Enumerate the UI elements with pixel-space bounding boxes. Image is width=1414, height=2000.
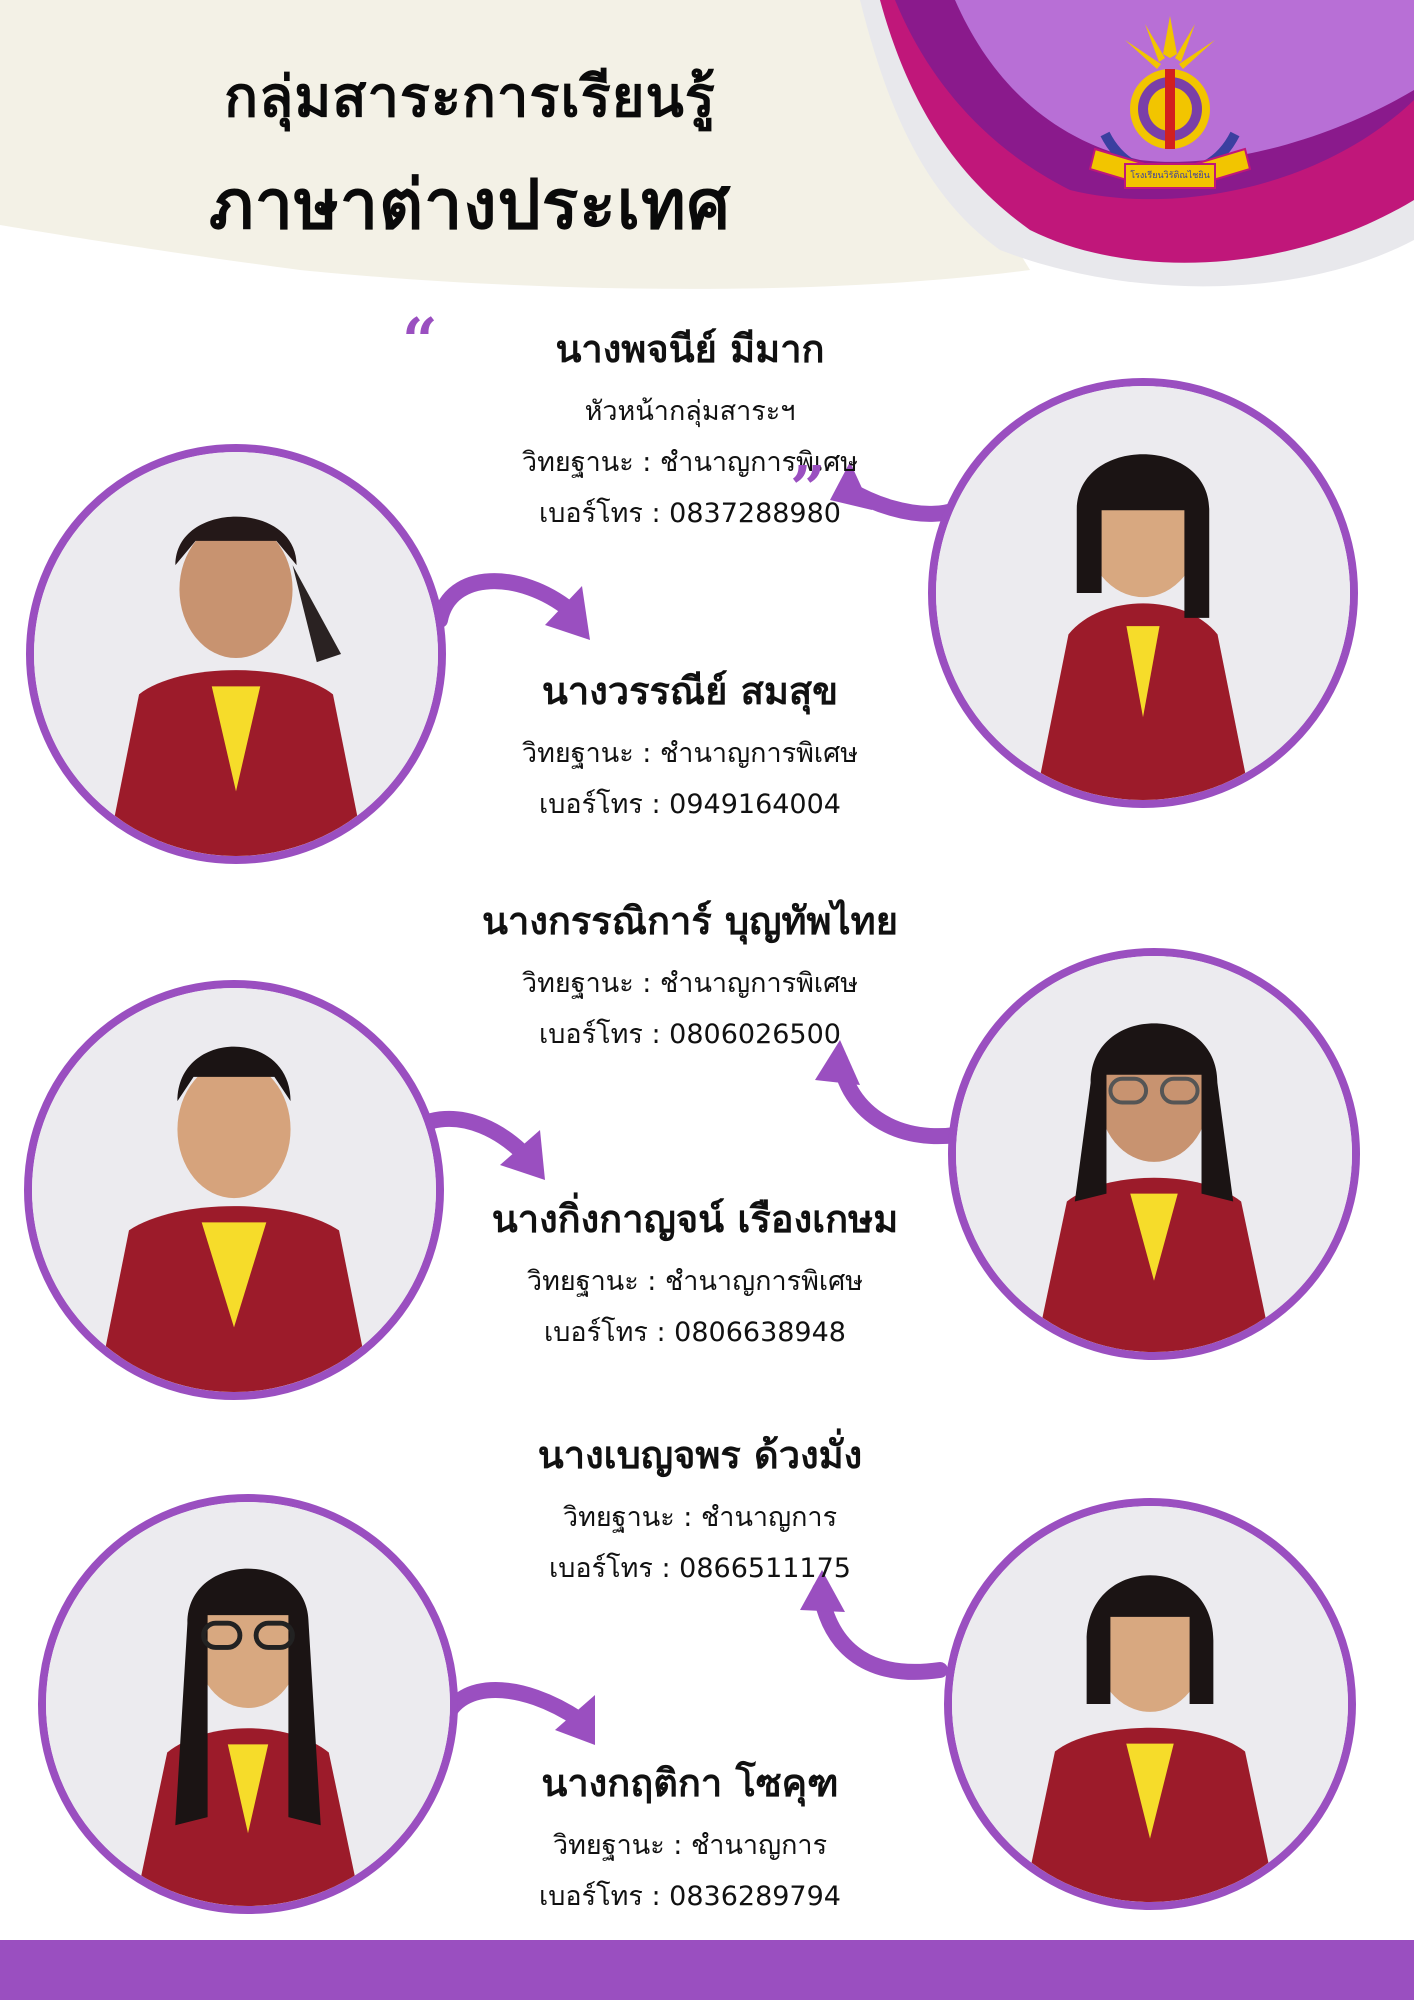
footer-bar (0, 1940, 1414, 2000)
photo-staff-3 (948, 948, 1360, 1360)
staff-phone: เบอร์โทร : 0949164004 (539, 789, 841, 820)
staff-academic-rank: วิทยฐานะ : ชำนาญการพิเศษ (521, 738, 859, 769)
arrow-2 (432, 573, 578, 628)
staff-position: หัวหน้ากลุ่มสาระฯ (584, 396, 796, 427)
staff-academic-rank: วิทยฐานะ : ชำนาญการพิเศษ (521, 968, 859, 999)
staff-academic-rank: วิทยฐานะ : ชำนาญการ (552, 1830, 828, 1861)
staff-name: นางเบญจพร ด้วงมั่ง (537, 1433, 863, 1477)
close-quote-icon: ” (790, 452, 826, 525)
staff-academic-rank: วิทยฐานะ : ชำนาญการ (562, 1502, 838, 1533)
logo-ribbon-text: โรงเรียนวิรัติณไชยิน (1130, 171, 1210, 181)
staff-phone: เบอร์โทร : 0836289794 (539, 1881, 841, 1912)
open-quote-icon: “ (402, 304, 438, 377)
school-torch-emblem-icon (1088, 16, 1252, 189)
staff-name: นางกฤติกา โซคุฑ (541, 1761, 839, 1805)
staff-phone: เบอร์โทร : 0866511175 (549, 1553, 851, 1584)
staff-academic-rank: วิทยฐานะ : ชำนาญการพิเศษ (526, 1266, 864, 1297)
staff-phone: เบอร์โทร : 0837288980 (539, 498, 841, 529)
arrow-6 (437, 1682, 588, 1728)
staff-phone: เบอร์โทร : 0806638948 (544, 1317, 846, 1348)
staff-academic-rank: วิทยฐานะ : ชำนาญการพิเศษ (521, 447, 859, 478)
photo-staff-1 (928, 378, 1358, 808)
photo-staff-2 (26, 444, 446, 864)
cream-header-shape (0, 0, 1030, 289)
photo-staff-4 (24, 980, 444, 1400)
staff-card-6: นางกฤติกา โซคุฑ วิทยฐานะ : ชำนาญการ เบอร… (480, 1752, 900, 1925)
staff-card-4: นางกิ่งกาญจน์ เรืองเกษม วิทยฐานะ : ชำนาญ… (460, 1188, 930, 1361)
staff-card-3: นางกรรณิการ์ บุญทัพไทย วิทยฐานะ : ชำนาญก… (440, 890, 940, 1063)
staff-card-1: นางพจนีย์ มีมาก หัวหน้ากลุ่มสาระฯ วิทยฐา… (440, 318, 940, 542)
photo-staff-6 (38, 1494, 458, 1914)
staff-card-5: นางเบญจพร ด้วงมั่ง วิทยฐานะ : ชำนาญการ เ… (480, 1424, 920, 1597)
staff-name: นางพจนีย์ มีมาก (555, 327, 825, 371)
staff-name: นางกรรณิการ์ บุญทัพไทย (482, 899, 898, 943)
staff-card-2: นางวรรณีย์ สมสุข วิทยฐานะ : ชำนาญการพิเศ… (470, 660, 910, 833)
page-title-line-1: กลุ่มสาระการเรียนรู้ (224, 65, 716, 130)
staff-phone: เบอร์โทร : 0806026500 (539, 1019, 841, 1050)
staff-name: นางกิ่งกาญจน์ เรืองเกษม (491, 1197, 899, 1241)
staff-name: นางวรรณีย์ สมสุข (541, 669, 839, 713)
photo-staff-5 (944, 1498, 1356, 1910)
page-title-line-2: ภาษาต่างประเทศ (208, 166, 731, 245)
